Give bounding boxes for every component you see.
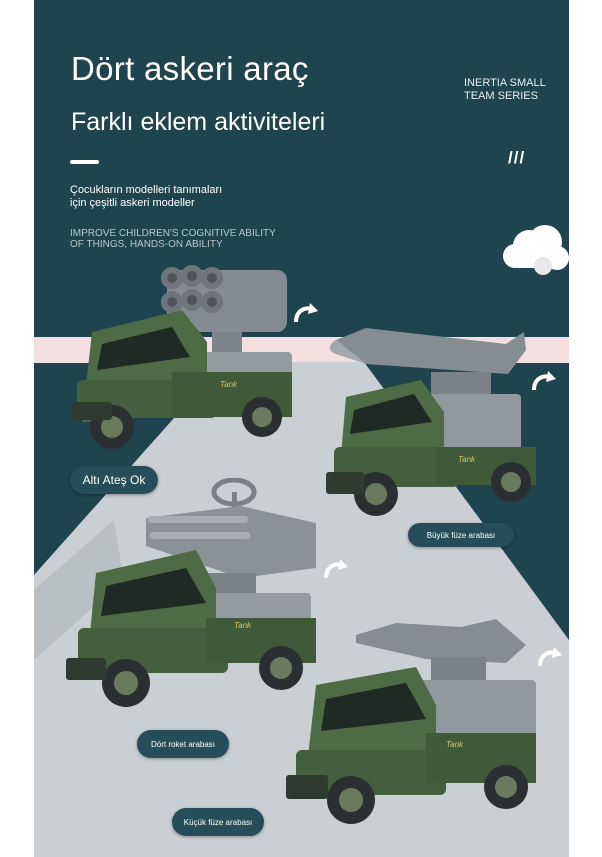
six-rocket-truck: Tank [72, 265, 292, 449]
rotate-arrow-icon [324, 559, 348, 579]
cloud-icon [503, 225, 569, 275]
rotate-arrow-icon [532, 371, 556, 391]
page-subtitle: Farklı eklem aktiviteleri [71, 108, 326, 136]
svg-text:Tank: Tank [458, 455, 476, 464]
rocket-pod [161, 265, 287, 358]
description: Çocukların modelleri tanımaları için çeş… [70, 184, 222, 210]
brand-line-1: INERTIA SMALL [464, 77, 546, 89]
page-title: Dört askeri araç [71, 50, 309, 87]
svg-text:Tank: Tank [220, 380, 238, 389]
description-english: IMPROVE CHILDREN'S COGNITIVE ABILITY OF … [70, 228, 276, 250]
svg-text:Tank: Tank [234, 621, 252, 630]
description-en-line-1: IMPROVE CHILDREN'S COGNITIVE ABILITY [70, 228, 276, 239]
brand-series: INERTIA SMALL TEAM SERIES [464, 77, 546, 103]
small-missile-truck: Tank [286, 619, 536, 824]
rotate-arrow-icon [294, 303, 318, 323]
brand-line-2: TEAM SERIES [464, 90, 538, 102]
label-six-rocket: Altı Ateş Ok [70, 466, 158, 494]
decor-slashes: /// [508, 148, 526, 167]
label-small-missile: Küçük füze arabası [172, 808, 264, 836]
rotate-arrow-icon [538, 647, 562, 667]
label-four-rocket: Dört roket arabası [137, 730, 229, 758]
description-line-1: Çocukların modelleri tanımaları [70, 184, 223, 196]
svg-text:Tank: Tank [446, 740, 464, 749]
description-en-line-2: OF THINGS, HANDS-ON ABILITY [70, 239, 223, 250]
four-rocket-truck: Tank [66, 478, 316, 707]
label-big-missile: Büyük füze arabası [408, 523, 514, 547]
description-line-2: için çeşitli askeri modeller [70, 197, 195, 209]
accent-dash [70, 160, 99, 164]
big-missile-truck: Tank [326, 328, 536, 516]
product-poster: Dört askeri araç Farklı eklem aktivitele… [34, 0, 569, 857]
